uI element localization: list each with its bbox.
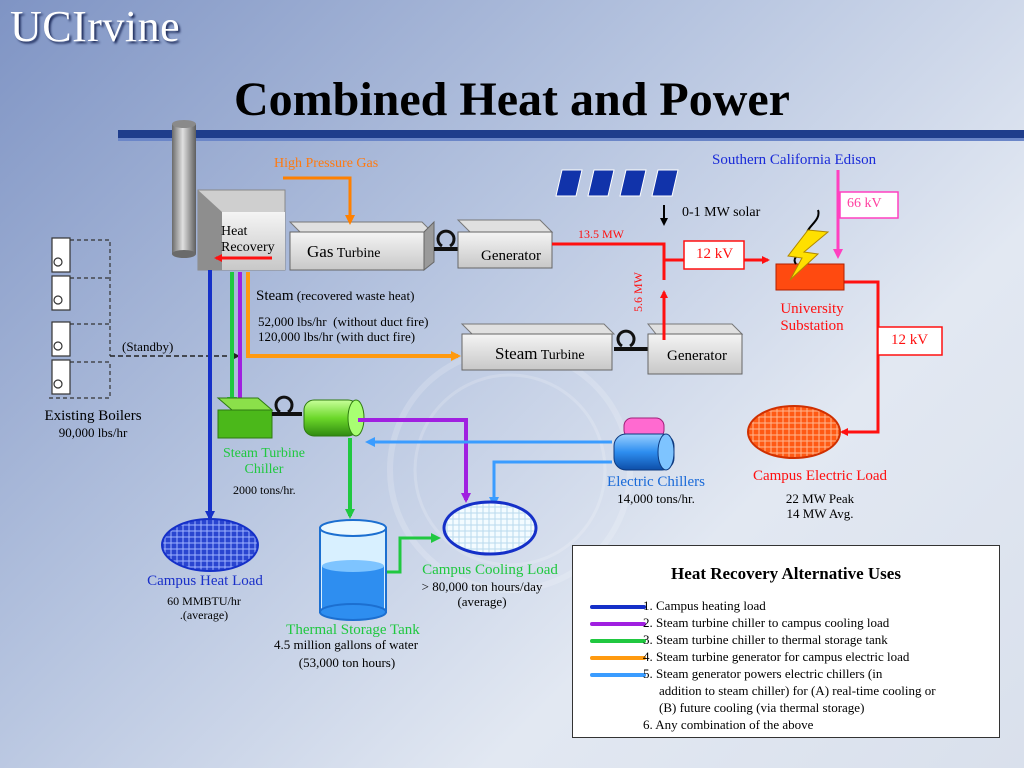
kv12-box-top bbox=[683, 240, 745, 270]
legend-swatch-electric bbox=[590, 656, 646, 660]
legend-item: 3. Steam turbine chiller to thermal stor… bbox=[573, 632, 999, 649]
legend-swatch-heat bbox=[590, 605, 646, 609]
campus-heat-load-label: Campus Heat Load bbox=[147, 573, 263, 589]
legend-item: 5. Steam generator powers electric chill… bbox=[573, 666, 999, 683]
campus-cooling-load-icon bbox=[442, 500, 538, 556]
high-pressure-gas-label: High Pressure Gas bbox=[274, 156, 379, 171]
substation bbox=[775, 209, 845, 291]
kv12-top-label: 12 kV bbox=[696, 246, 734, 262]
legend-item: addition to steam chiller) for (A) real-… bbox=[573, 683, 999, 700]
gas-generator-label: Generator bbox=[481, 248, 541, 264]
header-rule bbox=[118, 130, 1024, 141]
gas-turbine-label: Gas Turbine bbox=[307, 242, 381, 261]
steam-shaft bbox=[614, 329, 648, 351]
legend-text: 6. Any combination of the above bbox=[643, 717, 814, 732]
campus-electric-load-icon bbox=[747, 405, 841, 459]
kv66-label: 66 kV bbox=[847, 196, 882, 211]
gas-turbine bbox=[288, 220, 435, 272]
electric-chillers-tons: 14,000 tons/hr. bbox=[617, 491, 695, 506]
steam-label: Steam (recovered waste heat) bbox=[256, 288, 415, 304]
solar-label: 0-1 MW solar bbox=[682, 205, 761, 220]
chiller-supply-line bbox=[489, 460, 612, 507]
legend-text: (B) future cooling (via thermal storage) bbox=[659, 700, 865, 715]
smoke-stack bbox=[172, 120, 196, 258]
existing-boilers-label: Existing Boilers bbox=[44, 408, 142, 424]
storage-to-cooling-line bbox=[386, 533, 441, 574]
heat-recovery-unit bbox=[197, 189, 286, 271]
chiller-tons: 2000 tons/hr. bbox=[233, 483, 296, 497]
legend-item: 2. Steam turbine chiller to campus cooli… bbox=[573, 615, 999, 632]
storage-water: 4.5 million gallons of water bbox=[273, 637, 419, 652]
mw135-label: 13.5 MW bbox=[578, 227, 624, 241]
boilers-rate: 90,000 lbs/hr bbox=[58, 425, 128, 440]
legend-text: 1. Campus heating load bbox=[643, 598, 766, 613]
substation-label: University Substation bbox=[780, 301, 844, 335]
steam-generator-label: Generator bbox=[667, 348, 727, 364]
campus-electric-load-label: Campus Electric Load bbox=[752, 468, 888, 484]
steam-generator bbox=[646, 323, 744, 375]
legend-title: Heat Recovery Alternative Uses bbox=[671, 564, 901, 583]
steam-turbine-chiller bbox=[216, 395, 365, 439]
storage-tonhours: (53,000 ton hours) bbox=[298, 655, 396, 670]
steam-turbine-chiller-label: Steam Turbine Chiller bbox=[222, 446, 306, 478]
campus-cooling-load-label: Campus Cooling Load bbox=[422, 562, 558, 578]
steam-rates: 52,000 lbs/hr (without duct fire) 120,00… bbox=[258, 314, 429, 344]
legend-text: 2. Steam turbine chiller to campus cooli… bbox=[643, 615, 890, 630]
heat-load-stats: 60 MMBTU/hr .(average) bbox=[167, 594, 241, 622]
legend-swatch-cooling bbox=[590, 622, 646, 626]
legend-swatch-chillers bbox=[590, 673, 646, 677]
legend-box: Heat Recovery Alternative Uses 1. Campus… bbox=[572, 545, 1000, 738]
legend-item: 4. Steam turbine generator for campus el… bbox=[573, 649, 999, 666]
steam-turbine bbox=[460, 323, 616, 371]
legend-swatch-storage bbox=[590, 639, 646, 643]
cooling-load-stats: > 80,000 ton hours/day (average) bbox=[421, 579, 543, 609]
page-title: Combined Heat and Power bbox=[234, 73, 790, 126]
gas-generator bbox=[456, 219, 554, 269]
solar-panels bbox=[555, 169, 679, 197]
thermal-storage-tank bbox=[319, 519, 387, 621]
standby-label: (Standby) bbox=[122, 339, 174, 354]
thermal-storage-tank-label: Thermal Storage Tank bbox=[286, 622, 420, 638]
ucirvine-logo: UCIrvine bbox=[10, 2, 181, 51]
legend-text: 3. Steam turbine chiller to thermal stor… bbox=[643, 632, 888, 647]
legend-item: 6. Any combination of the above bbox=[573, 717, 999, 734]
legend-item: (B) future cooling (via thermal storage) bbox=[573, 700, 999, 717]
gas-shaft bbox=[434, 229, 460, 251]
heat-recovery-label: Heat Recovery bbox=[221, 224, 275, 256]
legend-text: addition to steam chiller) for (A) real-… bbox=[659, 683, 936, 698]
kv66-box bbox=[839, 191, 899, 219]
campus-heat-load-icon bbox=[161, 518, 259, 572]
steam-turbine-line bbox=[246, 272, 461, 361]
existing-boilers bbox=[48, 237, 111, 399]
electric-load-stats: 22 MW Peak 14 MW Avg. bbox=[785, 491, 855, 521]
steam-turbine-label: Steam Turbine bbox=[495, 344, 585, 363]
electric-chillers-label: Electric Chillers bbox=[607, 474, 705, 490]
legend-item: 1. Campus heating load bbox=[573, 598, 999, 615]
kv12-box-right bbox=[877, 326, 943, 356]
sce-label: Southern California Edison bbox=[712, 152, 877, 168]
gas-input-line bbox=[283, 176, 355, 225]
legend-text: 4. Steam turbine generator for campus el… bbox=[643, 649, 910, 664]
legend-text: 5. Steam generator powers electric chill… bbox=[643, 666, 883, 681]
electric-chillers bbox=[613, 417, 675, 471]
mw56-label: 5.6 MW bbox=[631, 272, 645, 312]
kv12-right-label: 12 kV bbox=[891, 332, 929, 348]
cooling-line bbox=[358, 418, 471, 503]
